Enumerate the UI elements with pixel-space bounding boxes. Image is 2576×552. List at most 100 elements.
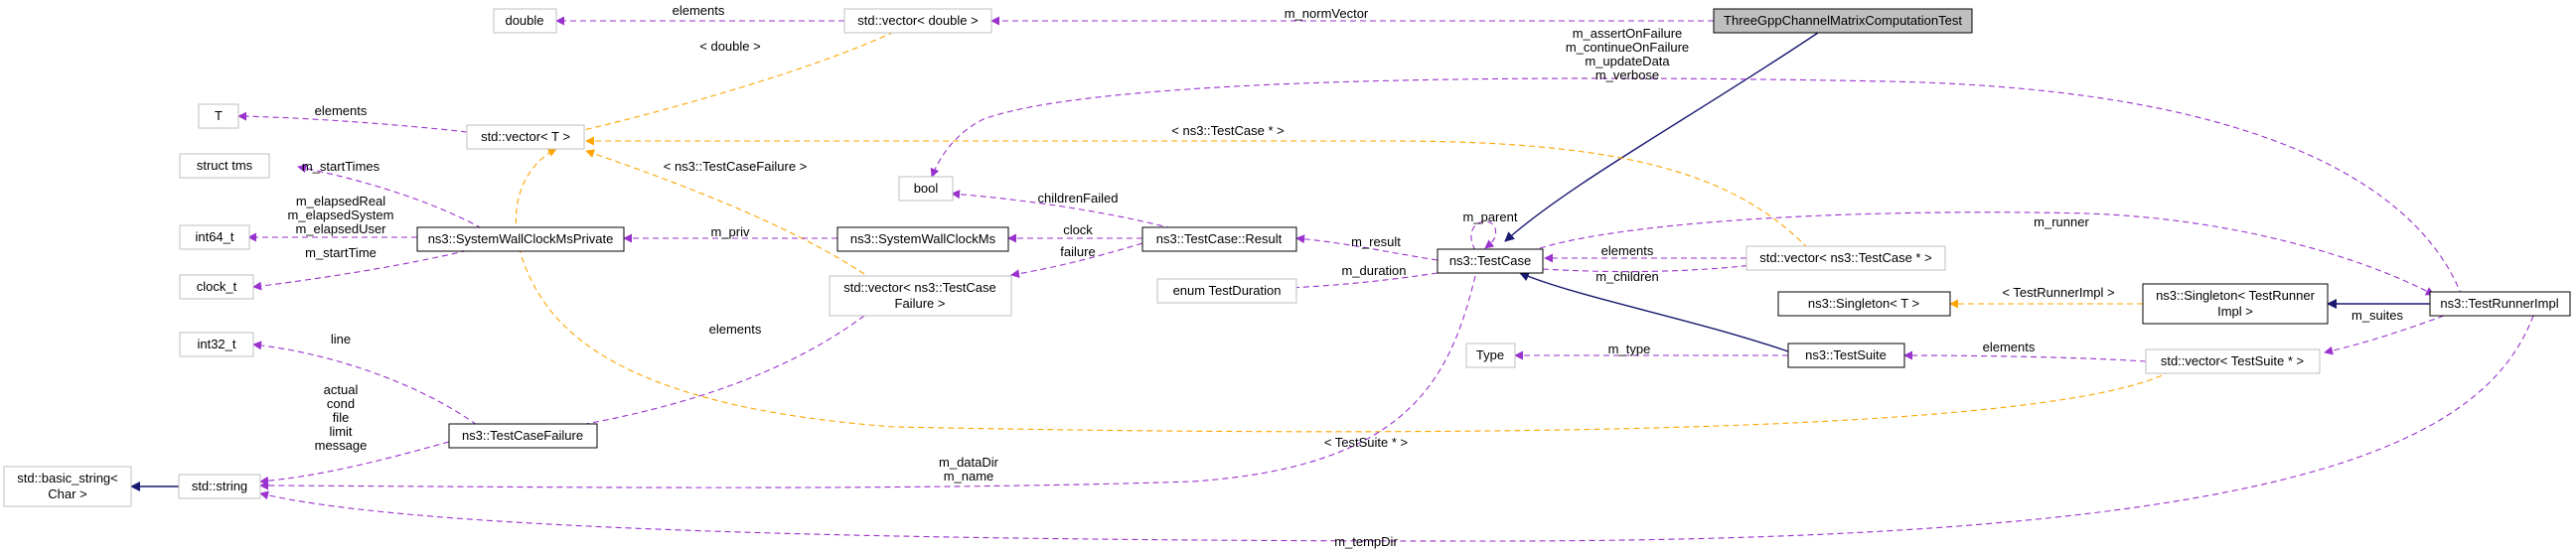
node-bool[interactable]: bool	[898, 176, 954, 202]
label-elements-T: elements	[315, 103, 368, 118]
nodes: double std::vector< double > ThreeGppCha…	[3, 8, 2571, 507]
node-vector-T[interactable]: std::vector< T >	[466, 124, 585, 150]
label-elements-suite: elements	[1983, 340, 2036, 354]
svg-text:std::string: std::string	[192, 479, 247, 493]
edge-failure	[1010, 242, 1143, 279]
node-double[interactable]: double	[493, 8, 557, 34]
label-double-tmpl: < double >	[699, 39, 760, 54]
label-runner-impl-tmpl: < TestRunnerImpl >	[2002, 285, 2114, 300]
label-m-name: m_name	[944, 469, 994, 483]
node-test-case-failure[interactable]: ns3::TestCaseFailure	[448, 423, 598, 449]
edge-line	[252, 341, 478, 426]
edge-vector-double-tmpl	[565, 31, 895, 137]
edge-elements-T	[237, 111, 468, 133]
node-singleton-test-runner-impl[interactable]: ns3::Singleton< TestRunner Impl >	[2142, 283, 2329, 325]
svg-text:ns3::SystemWallClockMsPrivate: ns3::SystemWallClockMsPrivate	[428, 231, 614, 246]
label-m-startTimes: m_startTimes	[302, 159, 380, 174]
node-int32-t[interactable]: int32_t	[179, 332, 254, 357]
label-elements-failure: elements	[709, 322, 762, 337]
label-m-dataDir: m_dataDir	[939, 455, 999, 470]
edge-vector-failure-tmpl	[585, 149, 865, 275]
label-testsuite-ptr-tmpl: < TestSuite * >	[1324, 435, 1408, 450]
node-basic-string[interactable]: std::basic_string< Char >	[3, 466, 132, 507]
label-m-result: m_result	[1351, 234, 1401, 249]
svg-text:std::vector< ns3::TestCase * >: std::vector< ns3::TestCase * >	[1759, 250, 1931, 265]
node-struct-tms[interactable]: struct tms	[179, 153, 270, 179]
node-vector-testcase-failure[interactable]: std::vector< ns3::TestCase Failure >	[829, 275, 1012, 317]
svg-text:ns3::SystemWallClockMs: ns3::SystemWallClockMs	[850, 231, 996, 246]
label-line: line	[331, 332, 351, 346]
node-testcase[interactable]: ns3::TestCase	[1437, 248, 1544, 274]
label-m-duration: m_duration	[1341, 263, 1406, 278]
label-clock: clock	[1063, 222, 1093, 237]
node-test-suite[interactable]: ns3::TestSuite	[1787, 343, 1905, 368]
node-std-string[interactable]: std::string	[178, 474, 261, 499]
edge-labels: elements m_normVector < double > m_asser…	[288, 3, 2404, 549]
node-vector-testsuite-ptr[interactable]: std::vector< TestSuite * >	[2145, 348, 2321, 374]
svg-text:ThreeGppChannelMatrixComputati: ThreeGppChannelMatrixComputationTest	[1724, 13, 1962, 28]
svg-text:Failure >: Failure >	[895, 296, 946, 311]
svg-text:ns3::TestCase::Result: ns3::TestCase::Result	[1156, 231, 1283, 246]
node-T[interactable]: T	[198, 103, 239, 129]
svg-text:double: double	[505, 13, 543, 28]
svg-text:ns3::TestSuite: ns3::TestSuite	[1805, 347, 1887, 362]
node-system-wall-clock-ms[interactable]: ns3::SystemWallClockMs	[836, 226, 1009, 252]
svg-text:std::vector< TestSuite * >: std::vector< TestSuite * >	[2161, 353, 2304, 368]
edge-elements-failure	[550, 315, 865, 434]
svg-text:std::vector< T >: std::vector< T >	[481, 129, 570, 144]
svg-text:enum TestDuration: enum TestDuration	[1173, 283, 1282, 298]
label-m-type: m_type	[1608, 342, 1651, 356]
svg-text:struct tms: struct tms	[197, 158, 253, 173]
edge-testsuite-inherits-testcase	[1519, 271, 1789, 352]
edge-m-runner	[1539, 211, 2435, 296]
svg-text:int64_t: int64_t	[195, 229, 233, 244]
node-type[interactable]: Type	[1465, 343, 1516, 368]
svg-text:Impl >: Impl >	[2217, 304, 2253, 319]
label-message: message	[315, 438, 368, 453]
label-m-parent: m_parent	[1463, 209, 1518, 224]
label-childrenFailed: childrenFailed	[1038, 191, 1119, 206]
label-testcase-ptr-tmpl: < ns3::TestCase * >	[1171, 123, 1284, 138]
edge-focus-inherits-testcase	[1504, 32, 1819, 242]
node-clock-t[interactable]: clock_t	[179, 274, 254, 300]
label-m-runner: m_runner	[2034, 214, 2089, 229]
svg-text:int32_t: int32_t	[197, 337, 235, 351]
label-elements-testcase: elements	[1601, 243, 1654, 258]
label-flags-1: m_assertOnFailure	[1573, 26, 1683, 41]
svg-text:Char >: Char >	[48, 486, 86, 501]
node-vector-testcase-ptr[interactable]: std::vector< ns3::TestCase * >	[1745, 245, 1946, 271]
node-test-runner-impl[interactable]: ns3::TestRunnerImpl	[2429, 291, 2571, 317]
edge-m-suites	[2324, 315, 2445, 355]
label-m-tempDir: m_tempDir	[1334, 534, 1398, 549]
label-m-startTime: m_startTime	[305, 245, 377, 260]
node-vector-double[interactable]: std::vector< double >	[843, 8, 992, 34]
edge-m-result	[1295, 234, 1439, 261]
edge-m-startTime	[252, 247, 478, 291]
label-m-normVector: m_normVector	[1285, 6, 1369, 21]
label-limit: limit	[329, 424, 352, 439]
svg-text:ns3::TestRunnerImpl: ns3::TestRunnerImpl	[2440, 296, 2558, 311]
svg-text:clock_t: clock_t	[197, 279, 237, 294]
label-m-priv: m_priv	[710, 224, 750, 239]
node-system-wall-clock-ms-private[interactable]: ns3::SystemWallClockMsPrivate	[416, 226, 625, 252]
edge-vector-testcase-ptr-tmpl	[585, 136, 1809, 249]
label-flags-3: m_updateData	[1585, 54, 1670, 69]
edge-vector-testsuite-tmpl	[515, 148, 2172, 433]
svg-text:bool: bool	[914, 181, 939, 196]
svg-text:Type: Type	[1476, 347, 1504, 362]
svg-text:ns3::TestCaseFailure: ns3::TestCaseFailure	[462, 428, 583, 443]
label-failure: failure	[1060, 244, 1095, 259]
edge-m-children	[1542, 260, 1761, 273]
label-file: file	[333, 410, 350, 425]
node-testcase-result[interactable]: ns3::TestCase::Result	[1141, 226, 1297, 252]
node-three-gpp-channel-matrix-computation-test[interactable]: ThreeGppChannelMatrixComputationTest	[1713, 8, 1973, 34]
edge-members-string	[259, 441, 450, 485]
svg-text:ns3::TestCase: ns3::TestCase	[1449, 253, 1531, 268]
label-m-suites: m_suites	[2351, 308, 2404, 323]
edge-m-parent	[1470, 220, 1497, 251]
node-singleton-T[interactable]: ns3::Singleton< T >	[1777, 291, 1951, 317]
node-enum-test-duration[interactable]: enum TestDuration	[1156, 278, 1297, 304]
node-int64-t[interactable]: int64_t	[179, 224, 250, 250]
label-m-elapsedReal: m_elapsedReal	[296, 194, 385, 208]
